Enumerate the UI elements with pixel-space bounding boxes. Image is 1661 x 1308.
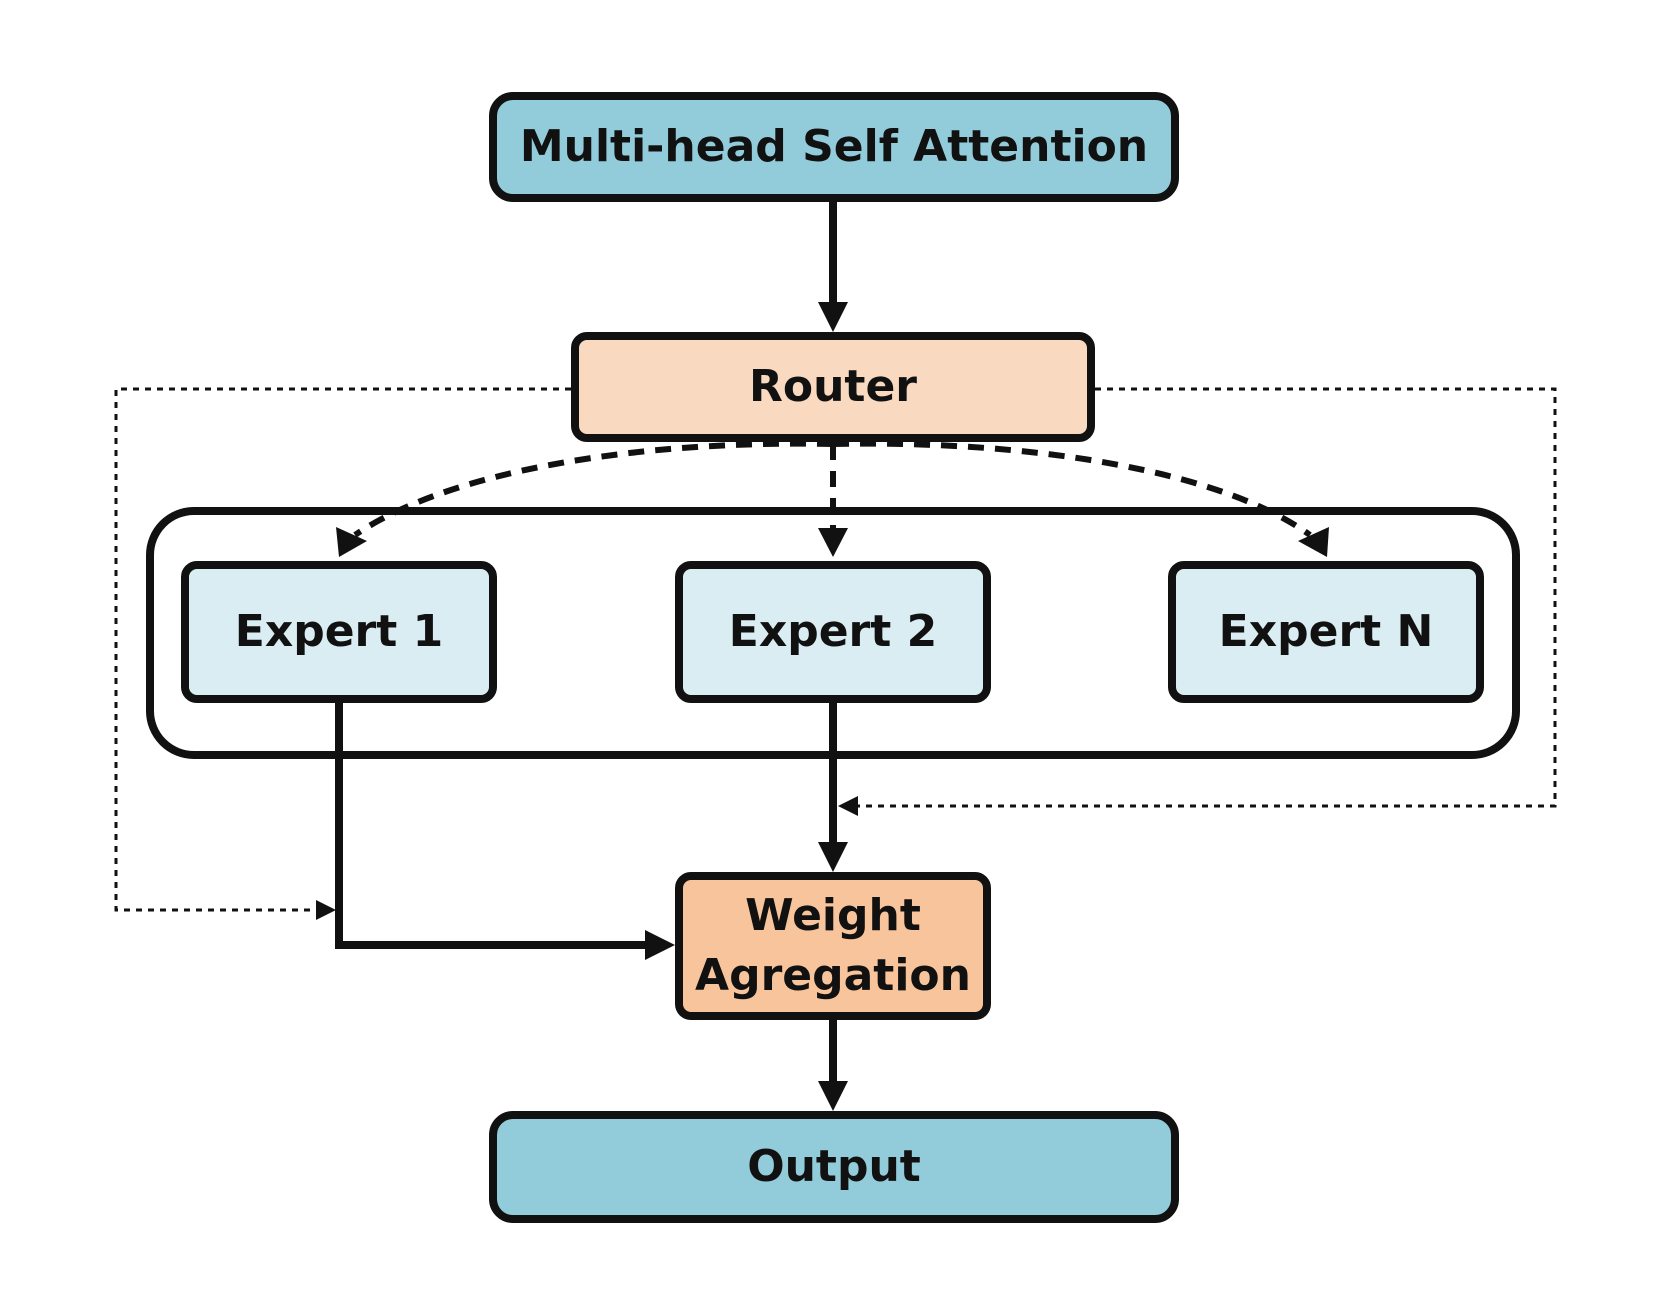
router-node: Router <box>571 332 1095 442</box>
arrowhead-expertN <box>1298 527 1329 557</box>
arrowhead-expert2 <box>818 528 848 557</box>
arrowhead-bypass-right <box>838 796 858 816</box>
output-node: Output <box>489 1111 1179 1223</box>
arrowhead-expert1 <box>336 527 367 557</box>
edge-router-expert1 <box>353 440 834 538</box>
output-label: Output <box>747 1141 921 1192</box>
arrowhead-bypass-left <box>316 900 336 920</box>
expert-n-node: Expert N <box>1168 561 1484 703</box>
router-label: Router <box>748 361 917 412</box>
multi-head-self-attention-node: Multi-head Self Attention <box>489 92 1179 202</box>
attention-label: Multi-head Self Attention <box>519 121 1149 172</box>
expert-2-label: Expert 2 <box>728 606 938 657</box>
expert-1-node: Expert 1 <box>181 561 497 703</box>
arrowhead-weight-left <box>645 930 675 960</box>
edge-router-weight-bypass-left <box>114 387 571 912</box>
arrowhead-router <box>818 302 848 332</box>
weight-aggregation-node: Weight Agregation <box>675 872 991 1020</box>
edge-router-expertN <box>832 440 1312 538</box>
arrowhead-weight-top <box>818 842 848 872</box>
arrowhead-output <box>818 1081 848 1111</box>
edge-router-weight-bypass-right <box>846 387 1557 808</box>
expert-n-label: Expert N <box>1218 606 1434 657</box>
weight-label-line2: Agregation <box>695 950 971 1001</box>
expert-1-label: Expert 1 <box>234 606 444 657</box>
expert-2-node: Expert 2 <box>675 561 991 703</box>
weight-label-line1: Weight <box>745 890 921 941</box>
edge-expert1-weight <box>335 703 648 949</box>
